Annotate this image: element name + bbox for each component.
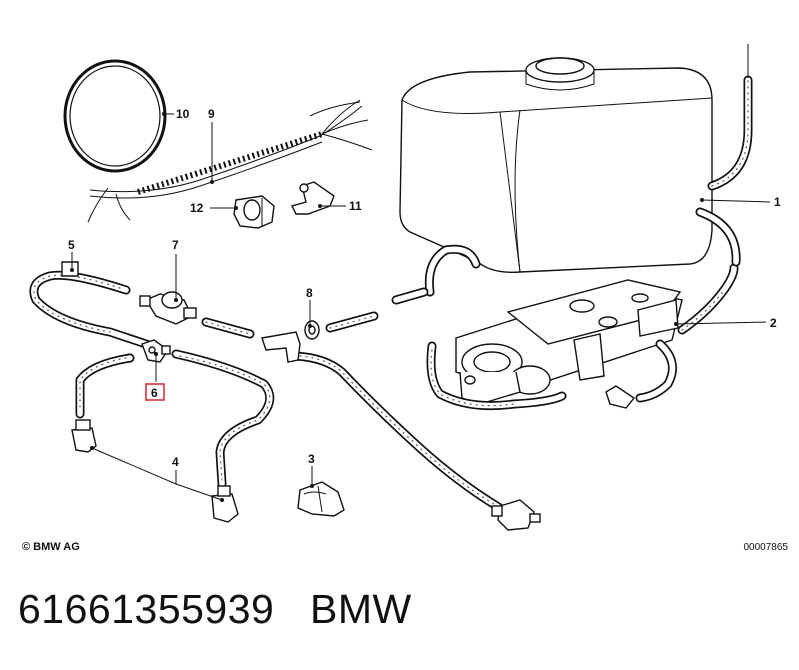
hose-center-run (201, 287, 505, 513)
part-3-holder (297, 481, 345, 517)
part-1-reservoir (399, 44, 753, 297)
hose-reservoir-to-pump (426, 341, 567, 411)
rear-valve (491, 499, 541, 531)
part-number: 61661355939 (18, 586, 275, 632)
brand-name: BMW (310, 586, 412, 632)
part-2-pump-bracket (455, 207, 741, 409)
callouts: 10 9 12 11 1 2 5 7 8 6 4 3 (68, 107, 781, 469)
part-6-y-piece (141, 339, 171, 363)
part-11-clip (290, 181, 335, 215)
part-caption: 61661355939 BMW (18, 586, 412, 633)
leader-lines (70, 112, 771, 502)
callout-2[interactable]: 2 (770, 316, 777, 330)
callout-1[interactable]: 1 (774, 195, 781, 209)
part-7-check-valve (139, 291, 197, 325)
callout-6-highlight-box (145, 383, 165, 401)
callout-4[interactable]: 4 (172, 455, 179, 469)
callout-9[interactable]: 9 (208, 107, 215, 121)
parts-diagram: 10 9 12 11 1 2 5 7 8 6 4 3 (29, 44, 781, 531)
callout-7[interactable]: 7 (172, 238, 179, 252)
callout-8[interactable]: 8 (306, 286, 313, 300)
callout-6[interactable]: 6 (151, 386, 158, 400)
callout-11[interactable]: 11 (349, 199, 362, 213)
diagram-number: 00007865 (743, 542, 789, 553)
part-12-grommet (233, 195, 275, 229)
callout-3[interactable]: 3 (308, 452, 315, 466)
part-5-hose (29, 261, 157, 351)
callout-10[interactable]: 10 (176, 107, 190, 121)
callout-5[interactable]: 5 (68, 238, 75, 252)
copyright-notice: © BMW AG (22, 541, 80, 553)
part-4-nozzles (71, 349, 275, 523)
part-9-wiring-loom (87, 99, 373, 223)
callout-12[interactable]: 12 (190, 201, 204, 215)
part-10-ring (63, 59, 167, 173)
